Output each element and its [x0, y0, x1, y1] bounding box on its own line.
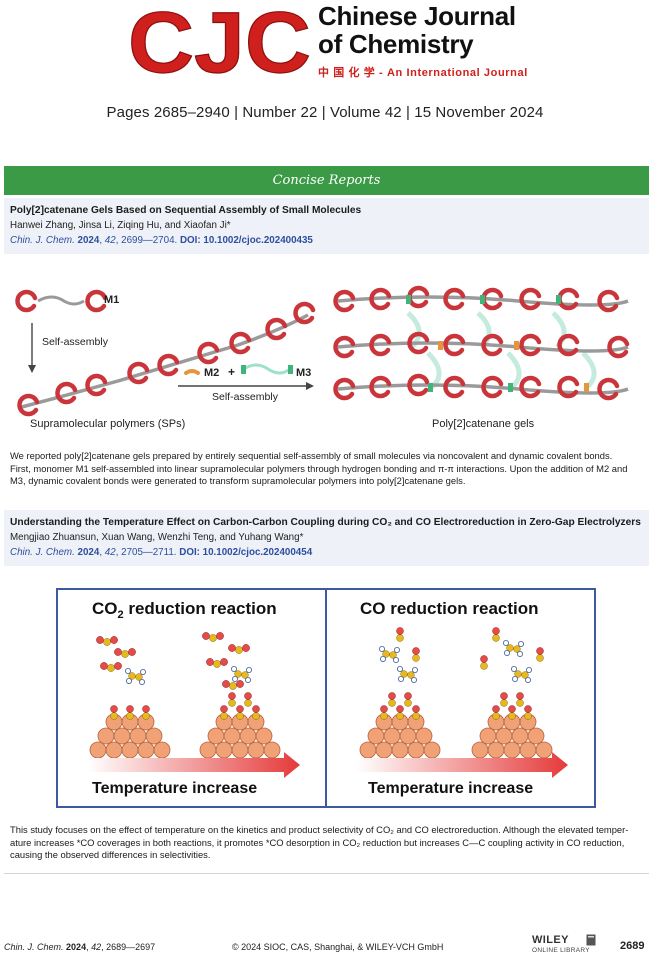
down-arrow-head [28, 365, 36, 373]
citation-doi[interactable]: DOI: 10.1002/cjoc.202400435 [179, 235, 313, 246]
temperature-caption-right: Temperature increase [368, 780, 533, 797]
citation-doi[interactable]: DOI: 10.1002/cjoc.202400454 [179, 547, 313, 558]
citation-pages: , 2705—2711. [115, 547, 177, 558]
abstract-line: ature increases *CO coverages in both re… [10, 836, 625, 848]
footer-year: 2024 [66, 942, 87, 952]
journal-name-line1: Chinese Journal [318, 1, 516, 31]
abstract-line: First, monomer M1 self-assembled into li… [10, 462, 628, 474]
abstract-line: This study focuses on the effect of temp… [10, 824, 629, 835]
label-m1: M1 [104, 294, 119, 306]
label-self-assembly-2: Self-assembly [212, 391, 279, 403]
entry-header: Poly[2]catenane Gels Based on Sequential… [4, 198, 649, 254]
m2-m3-monomers [184, 363, 293, 375]
catenane-gel-network [336, 288, 628, 398]
abstract-line: M3, dynamic covalent bonds were generate… [10, 475, 466, 487]
article-citation[interactable]: Chin. J. Chem. 2024, 42, 2699—2704. DOI:… [10, 235, 313, 246]
temperature-arrow-left [88, 752, 300, 778]
citation-pages: , 2699—2704. [115, 235, 178, 246]
citation-journal: Chin. J. Chem. [10, 235, 75, 246]
article-authors: Hanwei Zhang, Jinsa Li, Ziqing Hu, and X… [10, 220, 231, 231]
online-library-wordmark: ONLINE LIBRARY [532, 947, 590, 954]
label-m3: M3 [296, 367, 311, 379]
cjc-logo: CJC [128, 2, 313, 78]
footer-citation: Chin. J. Chem. 2024, 42, 2689—2697 [4, 942, 156, 952]
citation-volume: 42 [104, 235, 116, 246]
label-plus: + [228, 365, 235, 379]
section-header: Concise Reports [4, 166, 649, 195]
issue-info: Pages 2685–2940 | Number 22 | Volume 42 … [106, 104, 544, 121]
article-title[interactable]: Understanding the Temperature Effect on … [10, 517, 641, 528]
journal-name: Chinese Journal of Chemistry [318, 2, 578, 58]
entry-header: Understanding the Temperature Effect on … [4, 510, 649, 566]
citation-year: 2024 [77, 235, 100, 246]
citation-year: 2024 [77, 547, 100, 558]
co2-panel-title: CO2 reduction reaction [92, 599, 277, 621]
article-abstract: We reported poly[2]catenane gels prepare… [10, 450, 643, 488]
supramolecular-polymer [18, 304, 313, 414]
divider [4, 873, 649, 874]
cjc-logo-text: CJC [128, 2, 311, 78]
footer-copyright: © 2024 SIOC, CAS, Shanghai, & WILEY-VCH … [232, 942, 444, 952]
article-abstract: This study focuses on the effect of temp… [10, 824, 643, 862]
footer-pages: , 2689—2697 [101, 942, 156, 952]
wiley-wordmark: WILEY [532, 934, 569, 946]
label-self-assembly: Self-assembly [42, 336, 109, 348]
label-supramolecular-polymers: Supramolecular polymers (SPs) [30, 418, 185, 430]
temperature-caption-left: Temperature increase [92, 780, 257, 797]
masthead: CJC Chinese Journal of Chemistry 中 国 化 学… [0, 0, 650, 90]
toc-graphic-electroreduction: CO2 reduction reaction CO reduction reac… [56, 588, 596, 808]
page-number: 2689 [620, 940, 645, 952]
footer-volume: 42 [91, 942, 102, 952]
abstract-line: We reported poly[2]catenane gels prepare… [10, 450, 613, 461]
journal-name-line2: of Chemistry [318, 29, 474, 59]
footer-journal: Chin. J. Chem. [4, 942, 64, 952]
m1-monomer [18, 292, 105, 310]
article-authors: Mengjiao Zhuansun, Xuan Wang, Wenzhi Ten… [10, 532, 304, 543]
citation-volume: 42 [104, 547, 116, 558]
electroreduction-scheme: CO2 reduction reaction CO reduction reac… [56, 588, 596, 808]
article-citation[interactable]: Chin. J. Chem. 2024, 42, 2705—2711. DOI:… [10, 547, 313, 558]
temperature-arrow-right [356, 752, 568, 778]
label-m2: M2 [204, 367, 219, 379]
catenane-scheme: M1 Self-assembly M2 + M3 Self-assembly S… [8, 283, 648, 430]
book-icon [586, 934, 596, 946]
citation-journal: Chin. J. Chem. [10, 547, 75, 558]
wiley-online-library-logo[interactable]: WILEY ONLINE LIBRARY [532, 934, 600, 956]
toc-graphic-catenane: M1 Self-assembly M2 + M3 Self-assembly S… [8, 283, 648, 433]
abstract-line: causing the observed differences in sele… [10, 849, 211, 861]
article-title[interactable]: Poly[2]catenane Gels Based on Sequential… [10, 205, 362, 216]
page-footer: Chin. J. Chem. 2024, 42, 2689—2697 © 202… [0, 938, 650, 954]
right-arrow-head [306, 382, 314, 390]
label-catenane-gels: Poly[2]catenane gels [432, 418, 535, 430]
journal-subtitle: 中 国 化 学 - An International Journal [318, 67, 528, 79]
co-panel-title: CO reduction reaction [360, 599, 539, 618]
